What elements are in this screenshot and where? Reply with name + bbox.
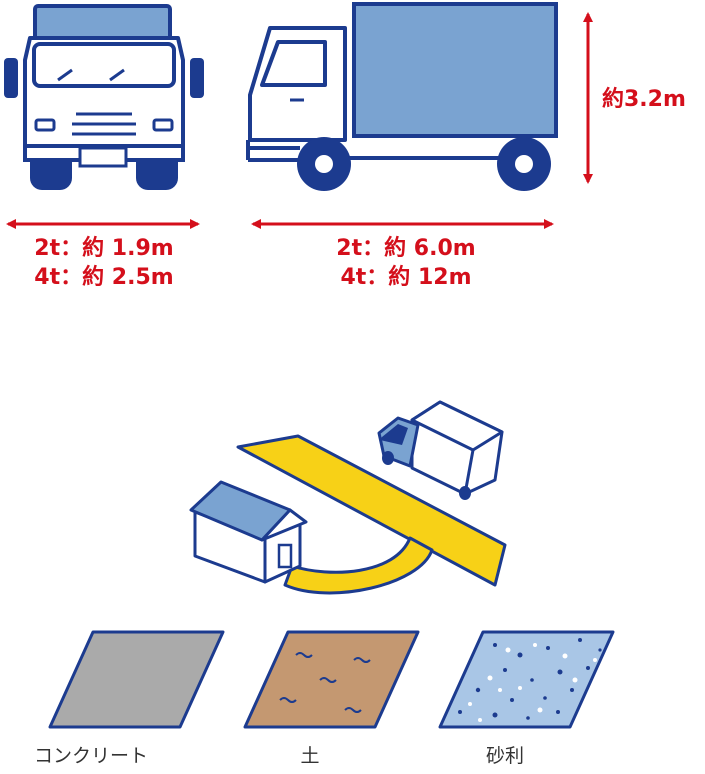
iso-truck-icon bbox=[377, 400, 504, 500]
truck-front-view bbox=[4, 4, 204, 190]
width-4t-label: 4t：約 2.5m bbox=[34, 264, 173, 290]
width-2t-label: 2t：約 1.9m bbox=[34, 235, 173, 261]
height-dimension: 約3.2m bbox=[583, 12, 686, 184]
soil-swatch bbox=[243, 630, 420, 729]
gravel-label: 砂利 bbox=[486, 745, 524, 767]
height-label: 約3.2m bbox=[602, 86, 686, 112]
width-dimension: 2t：約 1.9m 4t：約 2.5m bbox=[6, 219, 200, 290]
concrete-label: コンクリート bbox=[34, 745, 148, 767]
length-2t-label: 2t：約 6.0m bbox=[336, 235, 475, 261]
surface-soil: 土 bbox=[243, 630, 420, 767]
length-dimension: 2t：約 6.0m 4t：約 12m bbox=[251, 219, 554, 290]
soil-label: 土 bbox=[300, 745, 319, 767]
access-road-scene bbox=[189, 400, 507, 595]
concrete-swatch bbox=[48, 630, 225, 729]
gravel-swatch bbox=[438, 630, 615, 729]
surface-gravel: 砂利 bbox=[438, 630, 615, 767]
length-4t-label: 4t：約 12m bbox=[340, 264, 471, 290]
house-icon bbox=[189, 480, 308, 584]
surface-concrete: コンクリート bbox=[34, 630, 225, 767]
truck-side-view bbox=[246, 2, 558, 191]
